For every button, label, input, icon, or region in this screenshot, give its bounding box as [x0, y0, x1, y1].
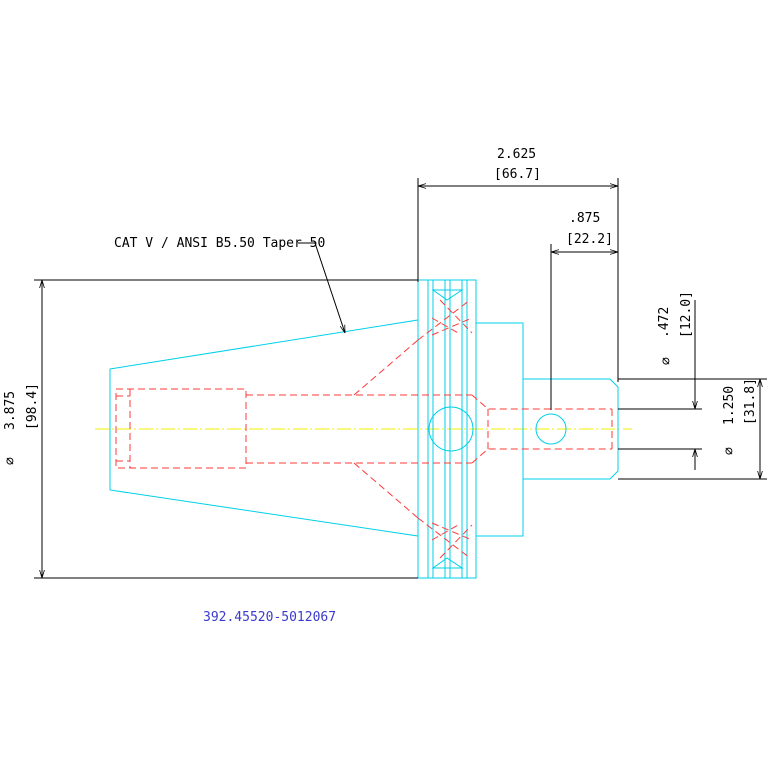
- nose: [522, 378, 619, 480]
- taper-callout: CAT V / ANSI B5.50 Taper 50: [114, 236, 346, 333]
- bore-diameter-symbol: ⌀: [659, 357, 674, 365]
- bore-diameter-inch: .472: [657, 307, 672, 338]
- dimension-bore-diameter: .472 [12.0] ⌀: [618, 291, 702, 470]
- dimension-overall-length: 2.625 [66.7]: [417, 147, 619, 382]
- shank-length-mm: [22.2]: [566, 232, 613, 247]
- nose-diameter-inch: 1.250: [722, 386, 737, 425]
- shank-length-inch: .875: [569, 211, 600, 226]
- dimension-flange-diameter: 3.875 [98.4] ⌀: [3, 279, 418, 579]
- nose-diameter-mm: [31.8]: [743, 378, 758, 425]
- dimension-nose-diameter: 1.250 [31.8] ⌀: [618, 378, 767, 480]
- overall-length-inch: 2.625: [497, 147, 536, 162]
- part-number: 392.45520-5012067: [203, 610, 336, 625]
- overall-length-mm: [66.7]: [494, 167, 541, 182]
- flange-diameter-inch: 3.875: [3, 391, 18, 430]
- nose-diameter-symbol: ⌀: [722, 447, 737, 455]
- bore-diameter-mm: [12.0]: [679, 291, 694, 338]
- hidden-lines: [115, 299, 613, 559]
- flange-diameter-mm: [98.4]: [25, 383, 40, 430]
- flange-diameter-symbol: ⌀: [3, 457, 18, 465]
- taper-callout-text: CAT V / ANSI B5.50 Taper 50: [114, 236, 325, 251]
- taper-body: [109, 319, 419, 537]
- cross-hole-large: [428, 406, 474, 452]
- cross-hole-small: [535, 413, 567, 445]
- dimension-shank-length: .875 [22.2]: [550, 211, 618, 410]
- tool-holder-outline: [109, 279, 619, 579]
